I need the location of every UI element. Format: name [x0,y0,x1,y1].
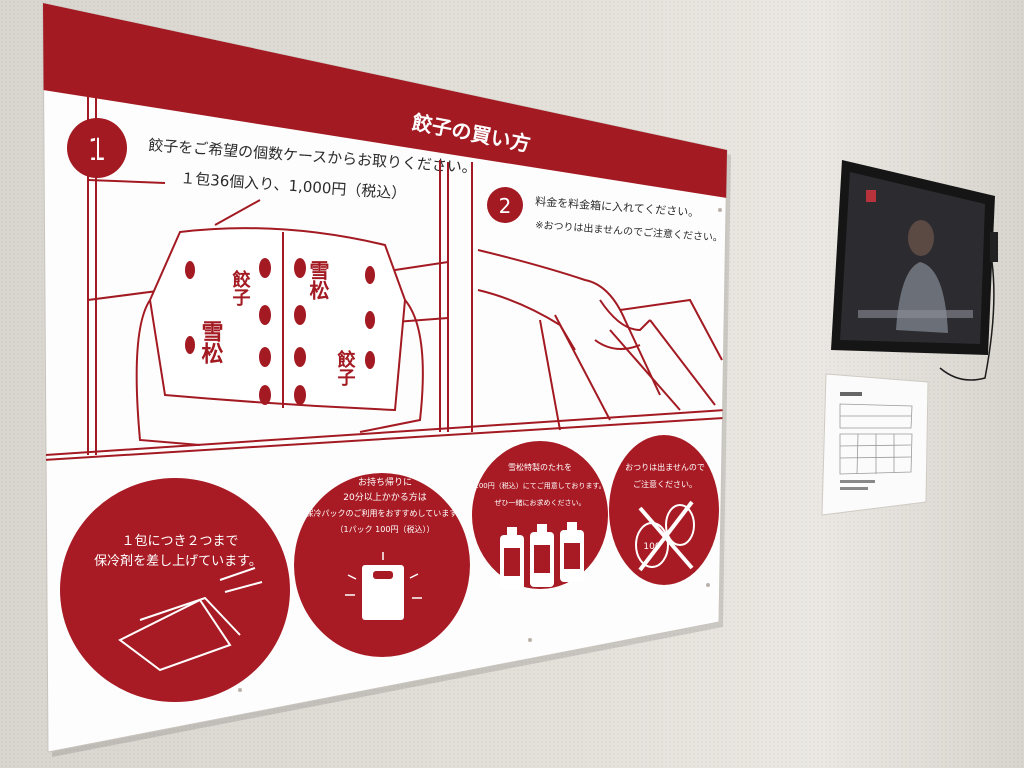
wall-monitor [831,160,998,381]
circle2-line3: 保冷パックのご利用をおすすめしています。 [306,508,465,518]
cooler-pack-notice: お持ち帰りに 20分以上かかる方は 保冷パックのご利用をおすすめしています。 （… [294,473,470,657]
step2-badge [487,187,523,223]
cooler-bag-icon [362,565,404,620]
cold-pack-notice: １包につき２つまで 保冷剤を差し上げています。 [60,478,290,702]
circle3-line3: ぜひ一緒にお求めください。 [495,498,586,507]
package-sub-2: 餃子 [335,349,356,386]
package-brand-1: 雪松 [198,320,224,364]
step2-number: 2 [499,194,512,218]
circle4-line1: おつりは出ませんので [625,462,705,472]
package-sub-1: 餃子 [230,269,251,306]
shelf-illustration [87,95,449,455]
sign-board: 餃子の買い方 1 餃子をご希望の個数ケースからお取りください。 １包36個入り、… [42,2,728,753]
circle2-line1: お持ち帰りに [358,476,412,488]
paper-notice [821,373,929,516]
board-screws [238,208,722,692]
coin-label: 100 [643,542,660,552]
package-brand-2: 雪松 [306,260,330,301]
circle3-line1: 雪松特製のたれを [508,462,572,472]
no-change-notice: おつりは出ませんので ご注意ください。 100 [609,435,719,585]
gyoza-package: 雪松 餃子 雪松 餃子 [135,227,424,446]
circle3-line2: 200円（税込）にてご用意しております。 [474,481,605,490]
circle2-line2: 20分以上かかる方は [343,491,426,503]
circle1-line2: 保冷剤を差し上げています。 [94,553,262,569]
circle4-line2: ご注意ください。 [633,479,697,489]
circle1-line1: １包につき２つまで [121,534,238,549]
sauce-notice: 雪松特製のたれを 200円（税込）にてご用意しております。 ぜひ一緒にお求めくだ… [472,441,608,590]
circle2-line4: （1パック 100円（税込）） [336,524,435,534]
money-box-illustration [477,249,723,431]
prohibit-cross-2 [638,500,694,572]
title-banner [43,3,727,198]
